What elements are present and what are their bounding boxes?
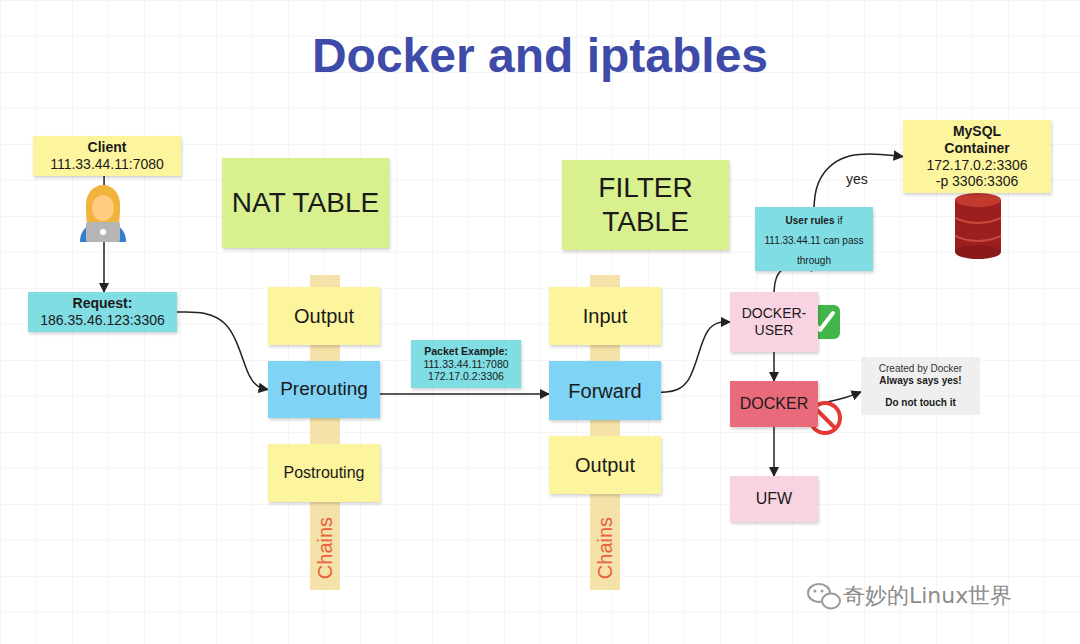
chain-label: Chains (594, 517, 617, 579)
note-text: Always says yes! (879, 375, 961, 387)
packet-note: Packet Example:111.33.44.11:7080 172.17.… (411, 340, 521, 388)
note-heading: Request: (73, 295, 133, 312)
chain-label: Chains (314, 517, 337, 579)
note-text: 172.17.0.2:3306 -p 3306:3306 (921, 157, 1033, 191)
db-band (955, 218, 1001, 223)
chain-note: UFW (730, 476, 818, 522)
note-text: Forward (568, 379, 641, 403)
note-heading: Created by Docker (879, 363, 962, 375)
comment-note: Created by DockerAlways says yes! Do not … (861, 357, 980, 415)
chain-note: Output (549, 436, 661, 494)
note-text: Prerouting (280, 378, 368, 401)
rule-note: User rulesif 111.33.44.11 can pass throu… (755, 207, 873, 271)
connector-arrow (773, 352, 775, 381)
note-heading: User rules (786, 215, 835, 226)
connector-arrow (661, 322, 730, 392)
wechat-icon (808, 584, 840, 609)
note-heading: Client (88, 139, 127, 156)
container-note: MySQL Container172.17.0.2:3306 -p 3306:3… (903, 120, 1051, 193)
note-text: DOCKER-USER (734, 305, 814, 339)
face (92, 195, 114, 221)
text-flow: User rulesif 111.33.44.11 can pass throu… (761, 209, 867, 269)
chain-note: Forward (549, 361, 661, 420)
note-text: Input (583, 304, 627, 328)
laptop (86, 222, 120, 242)
edge-label: yes (846, 171, 868, 187)
note-text: Output (575, 453, 635, 477)
dot (814, 590, 817, 593)
sticky-note: Request:186.35.46.123:3306 (28, 292, 177, 332)
connector-arrow (177, 312, 268, 390)
note-text: Do not touch it (885, 397, 956, 409)
note-heading: MySQL Container (921, 123, 1033, 157)
chain-note: Prerouting (268, 361, 380, 418)
db-body (955, 200, 1001, 252)
db-top (955, 193, 1001, 207)
database-icon (955, 193, 1001, 259)
connector-arrow (773, 427, 775, 476)
note-heading: Packet Example: (424, 345, 507, 358)
sticky-note: Client111.33.44.11:7080 (33, 136, 181, 176)
table-note: NAT TABLE (222, 158, 389, 248)
person-icon (80, 185, 126, 242)
chain-note: Input (549, 287, 661, 345)
chain-note: DOCKER (730, 381, 818, 427)
table-note: FILTER TABLE (562, 160, 729, 250)
chain-note: Postrouting (268, 444, 380, 502)
note-text: 111.33.44.11:7080 172.17.0.2:3306 (414, 358, 518, 383)
chain-note: Output (268, 287, 380, 345)
watermark: 奇妙的Linux世界 (843, 581, 1012, 611)
diagram-title: Docker and iptables (0, 28, 1080, 83)
note-text: 186.35.46.123:3306 (40, 312, 165, 329)
note-text: FILTER TABLE (566, 171, 725, 238)
note-text: Output (294, 304, 354, 328)
note-text: UFW (756, 489, 792, 508)
connector-arrow (814, 154, 903, 207)
note-text: DOCKER (740, 394, 808, 413)
note-text: Postrouting (284, 463, 365, 482)
laptop-logo (100, 229, 106, 235)
bubble (822, 594, 840, 609)
shirt (80, 223, 126, 242)
note-text: NAT TABLE (232, 186, 379, 220)
db-band (955, 236, 1001, 241)
db-bottom (955, 245, 1001, 259)
dot (821, 590, 824, 593)
connector-arrow (380, 393, 549, 395)
chain-note: DOCKER-USER (730, 292, 818, 352)
note-text: 111.33.44.11:7080 (50, 156, 164, 173)
